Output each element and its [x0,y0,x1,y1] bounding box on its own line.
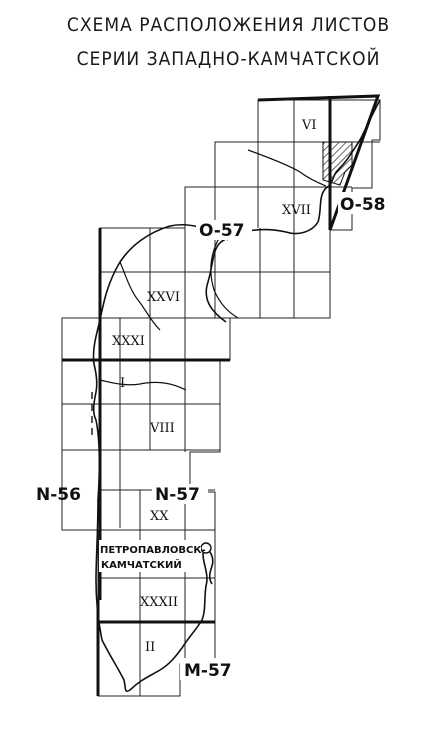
city-label-line-1: ПЕТРОПАВЛОВСК- [100,545,206,556]
boundary-o57-o58 [257,94,381,231]
map-title-line-2: СЕРИИ ЗАПАДНО-КАМЧАТСКОЙ [76,48,381,70]
coastline-east [205,547,214,585]
city-label-line-2: КАМЧАТСКИЙ [101,558,182,571]
hatched-area [322,141,353,186]
sheet-number-xxxi: XXXI [112,334,145,349]
sheet-number-i: I [120,376,125,391]
sheet-number-viii: VIII [149,421,175,436]
label-n56: N-56 [36,485,81,505]
label-m57: M-57 [184,661,232,681]
sheet-number-ii: II [145,640,155,655]
river-3 [99,379,187,391]
river-4 [119,261,161,331]
river-2 [210,229,239,319]
sheet-number-xx: XX [150,509,169,524]
grid-outline [61,99,381,697]
sheet-number-xxvi: XXVI [147,290,180,305]
sheet-series-labels: O-57 O-58 N-56 N-57 M-57 [36,192,394,681]
river-1 [247,149,327,187]
label-n57: N-57 [155,485,200,505]
label-o58: O-58 [340,195,385,215]
sheet-numbers: VI XVII XXVI XXXI I VIII XX XXXII II [112,118,317,655]
sheet-number-xxxii: XXXII [140,595,178,610]
coastline [92,99,381,693]
sheet-grid [61,99,381,697]
label-o57: O-57 [199,221,244,241]
sheet-number-xvii: XVII [282,203,311,218]
map-title-line-1: СХЕМА РАСПОЛОЖЕНИЯ ЛИСТОВ [66,14,391,36]
sheet-number-vi: VI [301,118,317,133]
